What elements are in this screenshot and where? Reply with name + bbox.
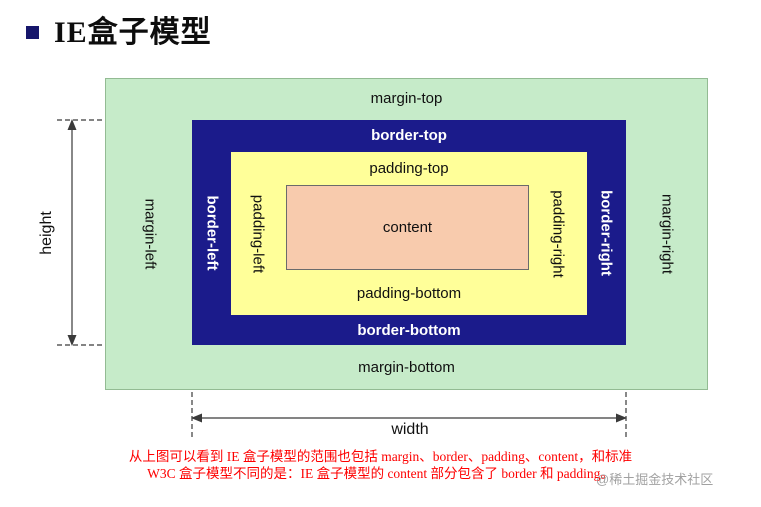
margin-left-label: margin-left: [141, 198, 159, 270]
border-left-label: border-left: [203, 195, 221, 270]
margin-area: margin-top margin-bottom margin-left mar…: [105, 78, 708, 390]
height-dimension-label: height: [38, 211, 55, 255]
slide-header: IE盒子模型: [26, 16, 212, 51]
padding-top-label: padding-top: [369, 160, 449, 177]
content-label: content: [382, 219, 433, 236]
content-area: content: [286, 185, 529, 270]
margin-right-label: margin-right: [658, 193, 676, 275]
padding-area: padding-top padding-bottom padding-left …: [231, 152, 587, 315]
watermark: @稀土掘金技术社区: [596, 472, 714, 487]
border-top-label: border-top: [371, 127, 447, 144]
footnote-line-2: W3C 盒子模型不同的是：IE 盒子模型的 content 部分包含了 bord…: [147, 466, 614, 481]
padding-right-label: padding-right: [549, 189, 567, 278]
border-right-label: border-right: [597, 189, 615, 276]
margin-top-label: margin-top: [370, 90, 443, 107]
page-title: IE盒子模型: [54, 16, 212, 49]
footnote-line-1: 从上图可以看到 IE 盒子模型的范围也包括 margin、border、padd…: [128, 449, 633, 464]
title-bullet-icon: [26, 26, 39, 39]
border-bottom-label: border-bottom: [357, 322, 461, 339]
padding-left-label: padding-left: [249, 194, 267, 273]
margin-bottom-label: margin-bottom: [358, 359, 455, 376]
padding-bottom-label: padding-bottom: [356, 285, 462, 302]
width-dimension-label: width: [391, 421, 429, 438]
border-area: border-top border-bottom border-left bor…: [192, 120, 626, 345]
footnote: 从上图可以看到 IE 盒子模型的范围也包括 margin、border、padd…: [0, 448, 761, 482]
height-dimension-arrow: [57, 119, 104, 346]
